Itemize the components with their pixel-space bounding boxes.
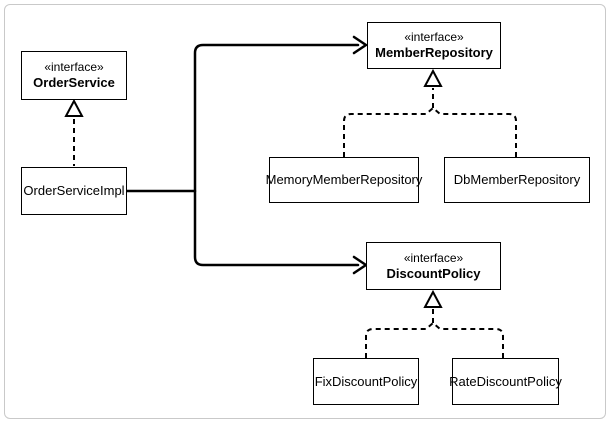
node-fix-discount-policy: FixDiscountPolicy: [313, 358, 419, 405]
stereotype-label: «interface»: [403, 250, 464, 265]
node-member-repository: «interface» MemberRepository: [367, 22, 501, 69]
triangle-memberrepository: [423, 68, 443, 87]
class-name: DbMemberRepository: [453, 172, 581, 187]
class-name: OrderServiceImpl: [23, 183, 125, 198]
node-rate-discount-policy: RateDiscountPolicy: [449, 358, 562, 405]
class-name: FixDiscountPolicy: [314, 373, 418, 389]
class-name: DiscountPolicy: [386, 265, 481, 281]
node-order-service: «interface» OrderService: [21, 51, 127, 100]
realization-ratediscountpolicy: [432, 322, 504, 358]
triangle-orderservice: [64, 98, 84, 117]
edge-orderserviceimpl-dependencies: [125, 35, 368, 275]
dependency-trunk-line: [193, 43, 360, 267]
open-arrowhead-member-repository: [352, 35, 368, 55]
class-name: MemberRepository: [375, 45, 493, 60]
class-name: RateDiscountPolicy: [449, 373, 562, 389]
class-name: OrderService: [33, 75, 115, 90]
realization-lines: [73, 88, 517, 358]
realization-memorymemberrepository: [343, 107, 434, 157]
node-discount-policy: «interface» DiscountPolicy: [366, 242, 501, 290]
realization-dbmemberrepository: [432, 107, 517, 157]
stereotype-label: «interface»: [404, 30, 464, 44]
node-db-member-repository: DbMemberRepository: [444, 157, 590, 203]
realization-fixdiscountpolicy: [365, 322, 434, 358]
node-order-service-impl: OrderServiceImpl: [21, 167, 127, 215]
hollow-triangle-arrowheads: [64, 68, 443, 308]
stereotype-label: «interface»: [44, 60, 104, 74]
class-name: MemoryMemberRepository: [265, 172, 423, 187]
triangle-discountpolicy: [423, 289, 443, 308]
node-memory-member-repository: MemoryMemberRepository: [266, 157, 422, 203]
